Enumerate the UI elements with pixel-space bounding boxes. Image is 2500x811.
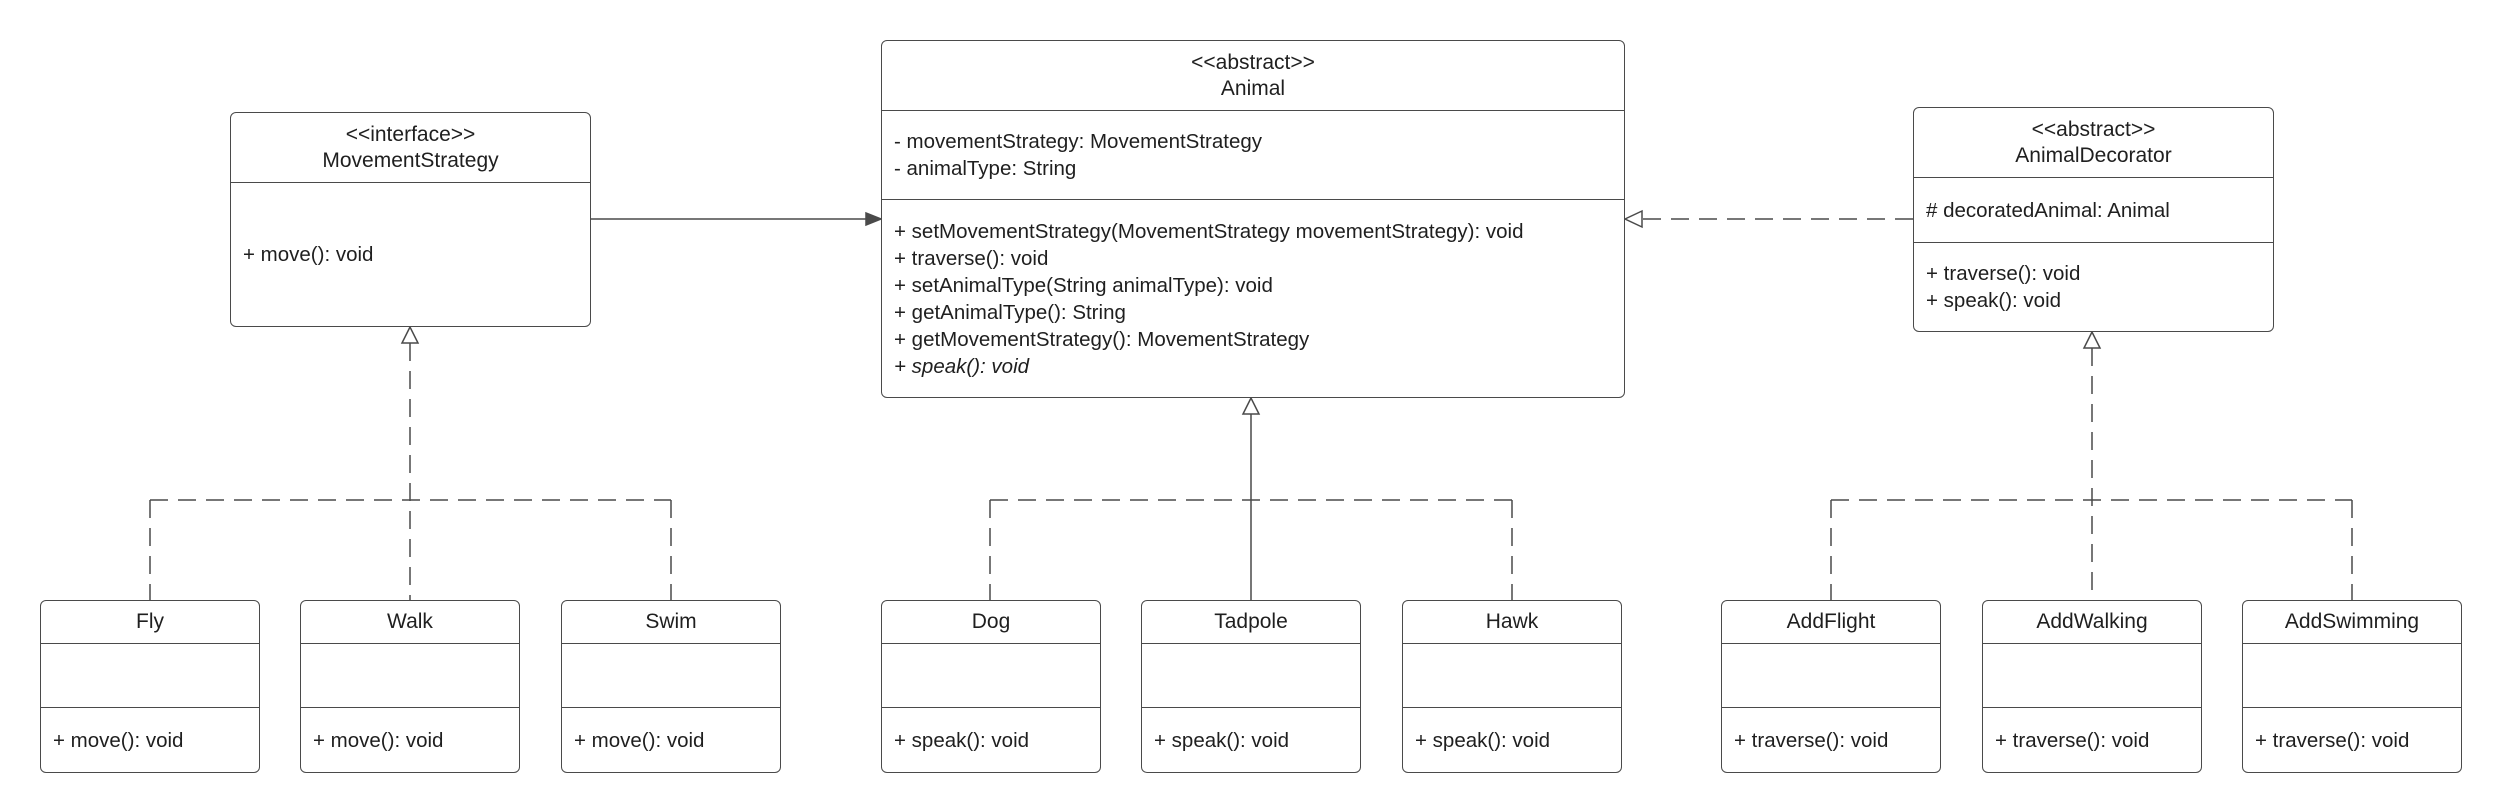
class-tadpole[interactable]: Tadpole + speak(): void <box>1141 600 1361 773</box>
class-swim[interactable]: Swim + move(): void <box>561 600 781 773</box>
class-dog[interactable]: Dog + speak(): void <box>881 600 1101 773</box>
class-attributes <box>301 644 519 708</box>
class-attributes <box>1983 644 2201 708</box>
method: + speak(): void <box>1415 728 1551 752</box>
method: + getAnimalType(): String <box>894 300 1126 324</box>
class-animal-decorator[interactable]: <<abstract>> AnimalDecorator # decorated… <box>1913 107 2274 332</box>
method: + traverse(): void <box>1734 728 1889 752</box>
generalization-arrowhead-animal <box>1241 396 1261 415</box>
class-walk[interactable]: Walk + move(): void <box>300 600 520 773</box>
method: + move(): void <box>313 728 444 752</box>
class-attributes <box>1142 644 1360 708</box>
class-methods: + move(): void <box>41 708 259 772</box>
class-methods: + move(): void <box>562 708 780 772</box>
class-header: Dog <box>882 601 1100 644</box>
class-methods: + traverse(): void <box>2243 708 2461 772</box>
class-methods: + traverse(): void <box>1722 708 1940 772</box>
method: + speak(): void <box>894 728 1030 752</box>
class-header: Fly <box>41 601 259 644</box>
class-methods: + setMovementStrategy(MovementStrategy m… <box>882 200 1624 397</box>
class-add-walking[interactable]: AddWalking + traverse(): void <box>1982 600 2202 773</box>
class-name: AddFlight <box>1786 610 1876 633</box>
class-fly[interactable]: Fly + move(): void <box>40 600 260 773</box>
class-animal[interactable]: <<abstract>> Animal - movementStrategy: … <box>881 40 1625 398</box>
method: + setAnimalType(String animalType): void <box>894 273 1273 297</box>
class-name: Fly <box>136 610 164 633</box>
class-attributes <box>2243 644 2461 708</box>
class-hawk[interactable]: Hawk + speak(): void <box>1402 600 1622 773</box>
method: + traverse(): void <box>1995 728 2150 752</box>
method: + move(): void <box>53 728 184 752</box>
class-methods: + move(): void <box>301 708 519 772</box>
method: + getMovementStrategy(): MovementStrateg… <box>894 327 1310 351</box>
class-name: Swim <box>645 610 697 633</box>
generalization-branches-animal <box>989 499 1513 600</box>
class-header: Hawk <box>1403 601 1621 644</box>
class-add-flight[interactable]: AddFlight + traverse(): void <box>1721 600 1941 773</box>
class-name: Animal <box>1220 76 1286 100</box>
class-stereotype: <<abstract>> <box>2031 117 2156 141</box>
class-methods: + traverse(): void + speak(): void <box>1914 243 2273 331</box>
class-header: AddWalking <box>1983 601 2201 644</box>
class-header: <<abstract>> AnimalDecorator <box>1914 108 2273 178</box>
method: + move(): void <box>574 728 705 752</box>
realization-lines-movement <box>149 343 672 600</box>
class-attributes <box>41 644 259 708</box>
class-methods: + speak(): void <box>1403 708 1621 772</box>
attribute: - animalType: String <box>894 157 1077 180</box>
class-attributes: # decoratedAnimal: Animal <box>1914 178 2273 243</box>
class-name: AnimalDecorator <box>2015 143 2172 167</box>
class-attributes <box>1403 644 1621 708</box>
class-name: Dog <box>971 610 1011 633</box>
realization-arrowhead-movement <box>400 325 420 344</box>
class-header: Walk <box>301 601 519 644</box>
class-name: MovementStrategy <box>322 148 499 172</box>
class-movement-strategy[interactable]: <<interface>> MovementStrategy + move():… <box>230 112 591 327</box>
method: + move(): void <box>243 243 374 266</box>
class-stereotype: <<abstract>> <box>1191 50 1315 74</box>
attribute: - movementStrategy: MovementStrategy <box>894 130 1263 153</box>
class-methods: + speak(): void <box>882 708 1100 772</box>
class-attributes <box>562 644 780 708</box>
class-methods: + move(): void <box>231 183 590 326</box>
realization-arrowhead-decorator <box>1623 209 1643 229</box>
class-methods: + speak(): void <box>1142 708 1360 772</box>
association-arrowhead <box>865 211 884 227</box>
class-stereotype: <<interface>> <box>345 122 476 146</box>
generalization-arrowhead-decorator <box>2082 330 2102 349</box>
class-attributes <box>882 644 1100 708</box>
class-header: AddFlight <box>1722 601 1940 644</box>
class-name: AddWalking <box>2036 610 2148 633</box>
class-name: AddSwimming <box>2284 610 2420 633</box>
class-header: <<abstract>> Animal <box>882 41 1624 111</box>
class-attributes <box>1722 644 1940 708</box>
class-header: AddSwimming <box>2243 601 2461 644</box>
class-name: Walk <box>387 610 433 633</box>
abstract-method: + speak(): void <box>894 354 1030 378</box>
class-methods: + traverse(): void <box>1983 708 2201 772</box>
method: + traverse(): void <box>2255 728 2410 752</box>
method: + traverse(): void <box>894 246 1049 270</box>
class-header: Tadpole <box>1142 601 1360 644</box>
class-name: Tadpole <box>1214 610 1288 633</box>
attribute: # decoratedAnimal: Animal <box>1926 198 2170 222</box>
class-name: Hawk <box>1485 610 1539 633</box>
class-attributes: - movementStrategy: MovementStrategy - a… <box>882 111 1624 200</box>
class-add-swimming[interactable]: AddSwimming + traverse(): void <box>2242 600 2462 773</box>
method: + traverse(): void <box>1926 262 2081 285</box>
generalization-lines-decorator <box>1830 348 2353 600</box>
class-header: Swim <box>562 601 780 644</box>
method: + speak(): void <box>1926 289 2062 312</box>
method: + speak(): void <box>1154 728 1290 752</box>
method: + setMovementStrategy(MovementStrategy m… <box>894 219 1524 243</box>
class-header: <<interface>> MovementStrategy <box>231 113 590 183</box>
